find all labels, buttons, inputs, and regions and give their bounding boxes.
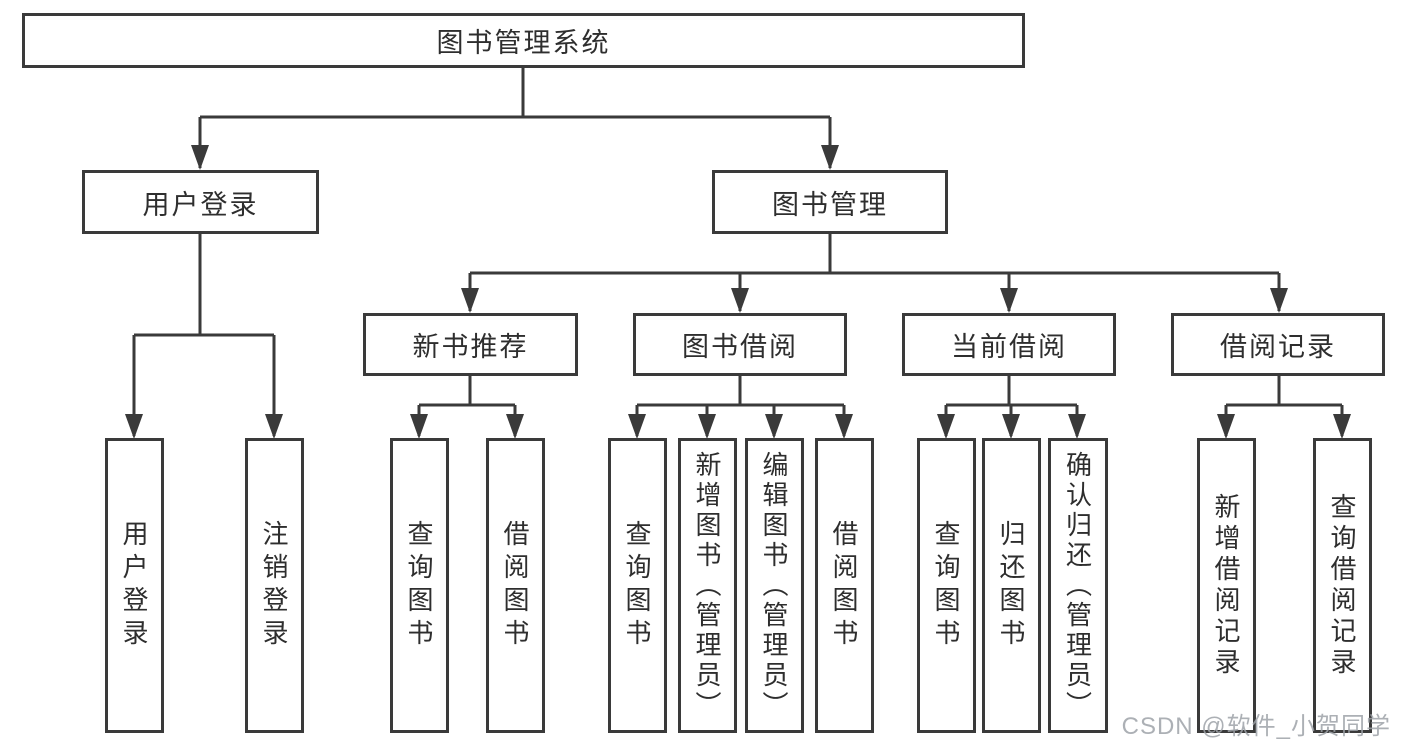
node-label: 新书推荐 (412, 332, 529, 362)
node-borrowing-records: 借阅记录 (1171, 313, 1385, 376)
node-book-management-branch: 图书管理 (712, 170, 948, 234)
node-label: 当前借阅 (951, 332, 1067, 362)
node-label: 归还图书 (996, 519, 1026, 652)
leaf-borrow-books-1: 借阅图书 (486, 438, 545, 733)
leaf-query-borrow-record: 查询借阅记录 (1313, 438, 1372, 733)
leaf-confirm-return-admin: 确认归还（管理员） (1048, 438, 1108, 733)
node-library-management-system: 图书管理系统 (22, 13, 1025, 68)
leaf-query-books-2: 查询图书 (608, 438, 667, 733)
leaf-query-books-1: 查询图书 (390, 438, 449, 733)
leaf-user-login: 用户登录 (105, 438, 164, 733)
node-label: 借阅图书 (829, 519, 859, 652)
node-label: 查询图书 (931, 519, 961, 652)
node-label: 图书管理 (772, 189, 888, 220)
node-current-borrowing: 当前借阅 (902, 313, 1116, 376)
node-label: 新增图书（管理员） (692, 450, 722, 721)
node-label: 确认归还（管理员） (1062, 450, 1093, 721)
node-label: 注销登录 (259, 519, 289, 652)
node-label: 用户登录 (142, 189, 259, 220)
node-label: 图书借阅 (682, 332, 798, 362)
leaf-borrow-books-2: 借阅图书 (815, 438, 874, 733)
node-book-borrowing: 图书借阅 (633, 313, 847, 376)
leaf-return-book: 归还图书 (982, 438, 1041, 733)
node-label: 查询图书 (404, 519, 434, 652)
node-label: 查询借阅记录 (1327, 492, 1357, 679)
node-label: 用户登录 (119, 519, 149, 652)
csdn-watermark: CSDN @软件_小贺同学 (1121, 713, 1391, 740)
node-label: 查询图书 (622, 519, 652, 652)
leaf-add-borrow-record: 新增借阅记录 (1197, 438, 1256, 733)
node-label: 编辑图书（管理员） (759, 450, 789, 721)
leaf-logout: 注销登录 (245, 438, 304, 733)
node-label: 新增借阅记录 (1211, 492, 1241, 679)
node-label: 图书管理系统 (436, 28, 611, 58)
leaf-add-book-admin: 新增图书（管理员） (678, 438, 737, 733)
node-label: 借阅记录 (1220, 332, 1336, 362)
node-user-login-branch: 用户登录 (82, 170, 319, 234)
node-new-book-recommend: 新书推荐 (363, 313, 578, 376)
leaf-query-books-3: 查询图书 (917, 438, 976, 733)
node-label: 借阅图书 (500, 519, 530, 652)
leaf-edit-book-admin: 编辑图书（管理员） (745, 438, 804, 733)
